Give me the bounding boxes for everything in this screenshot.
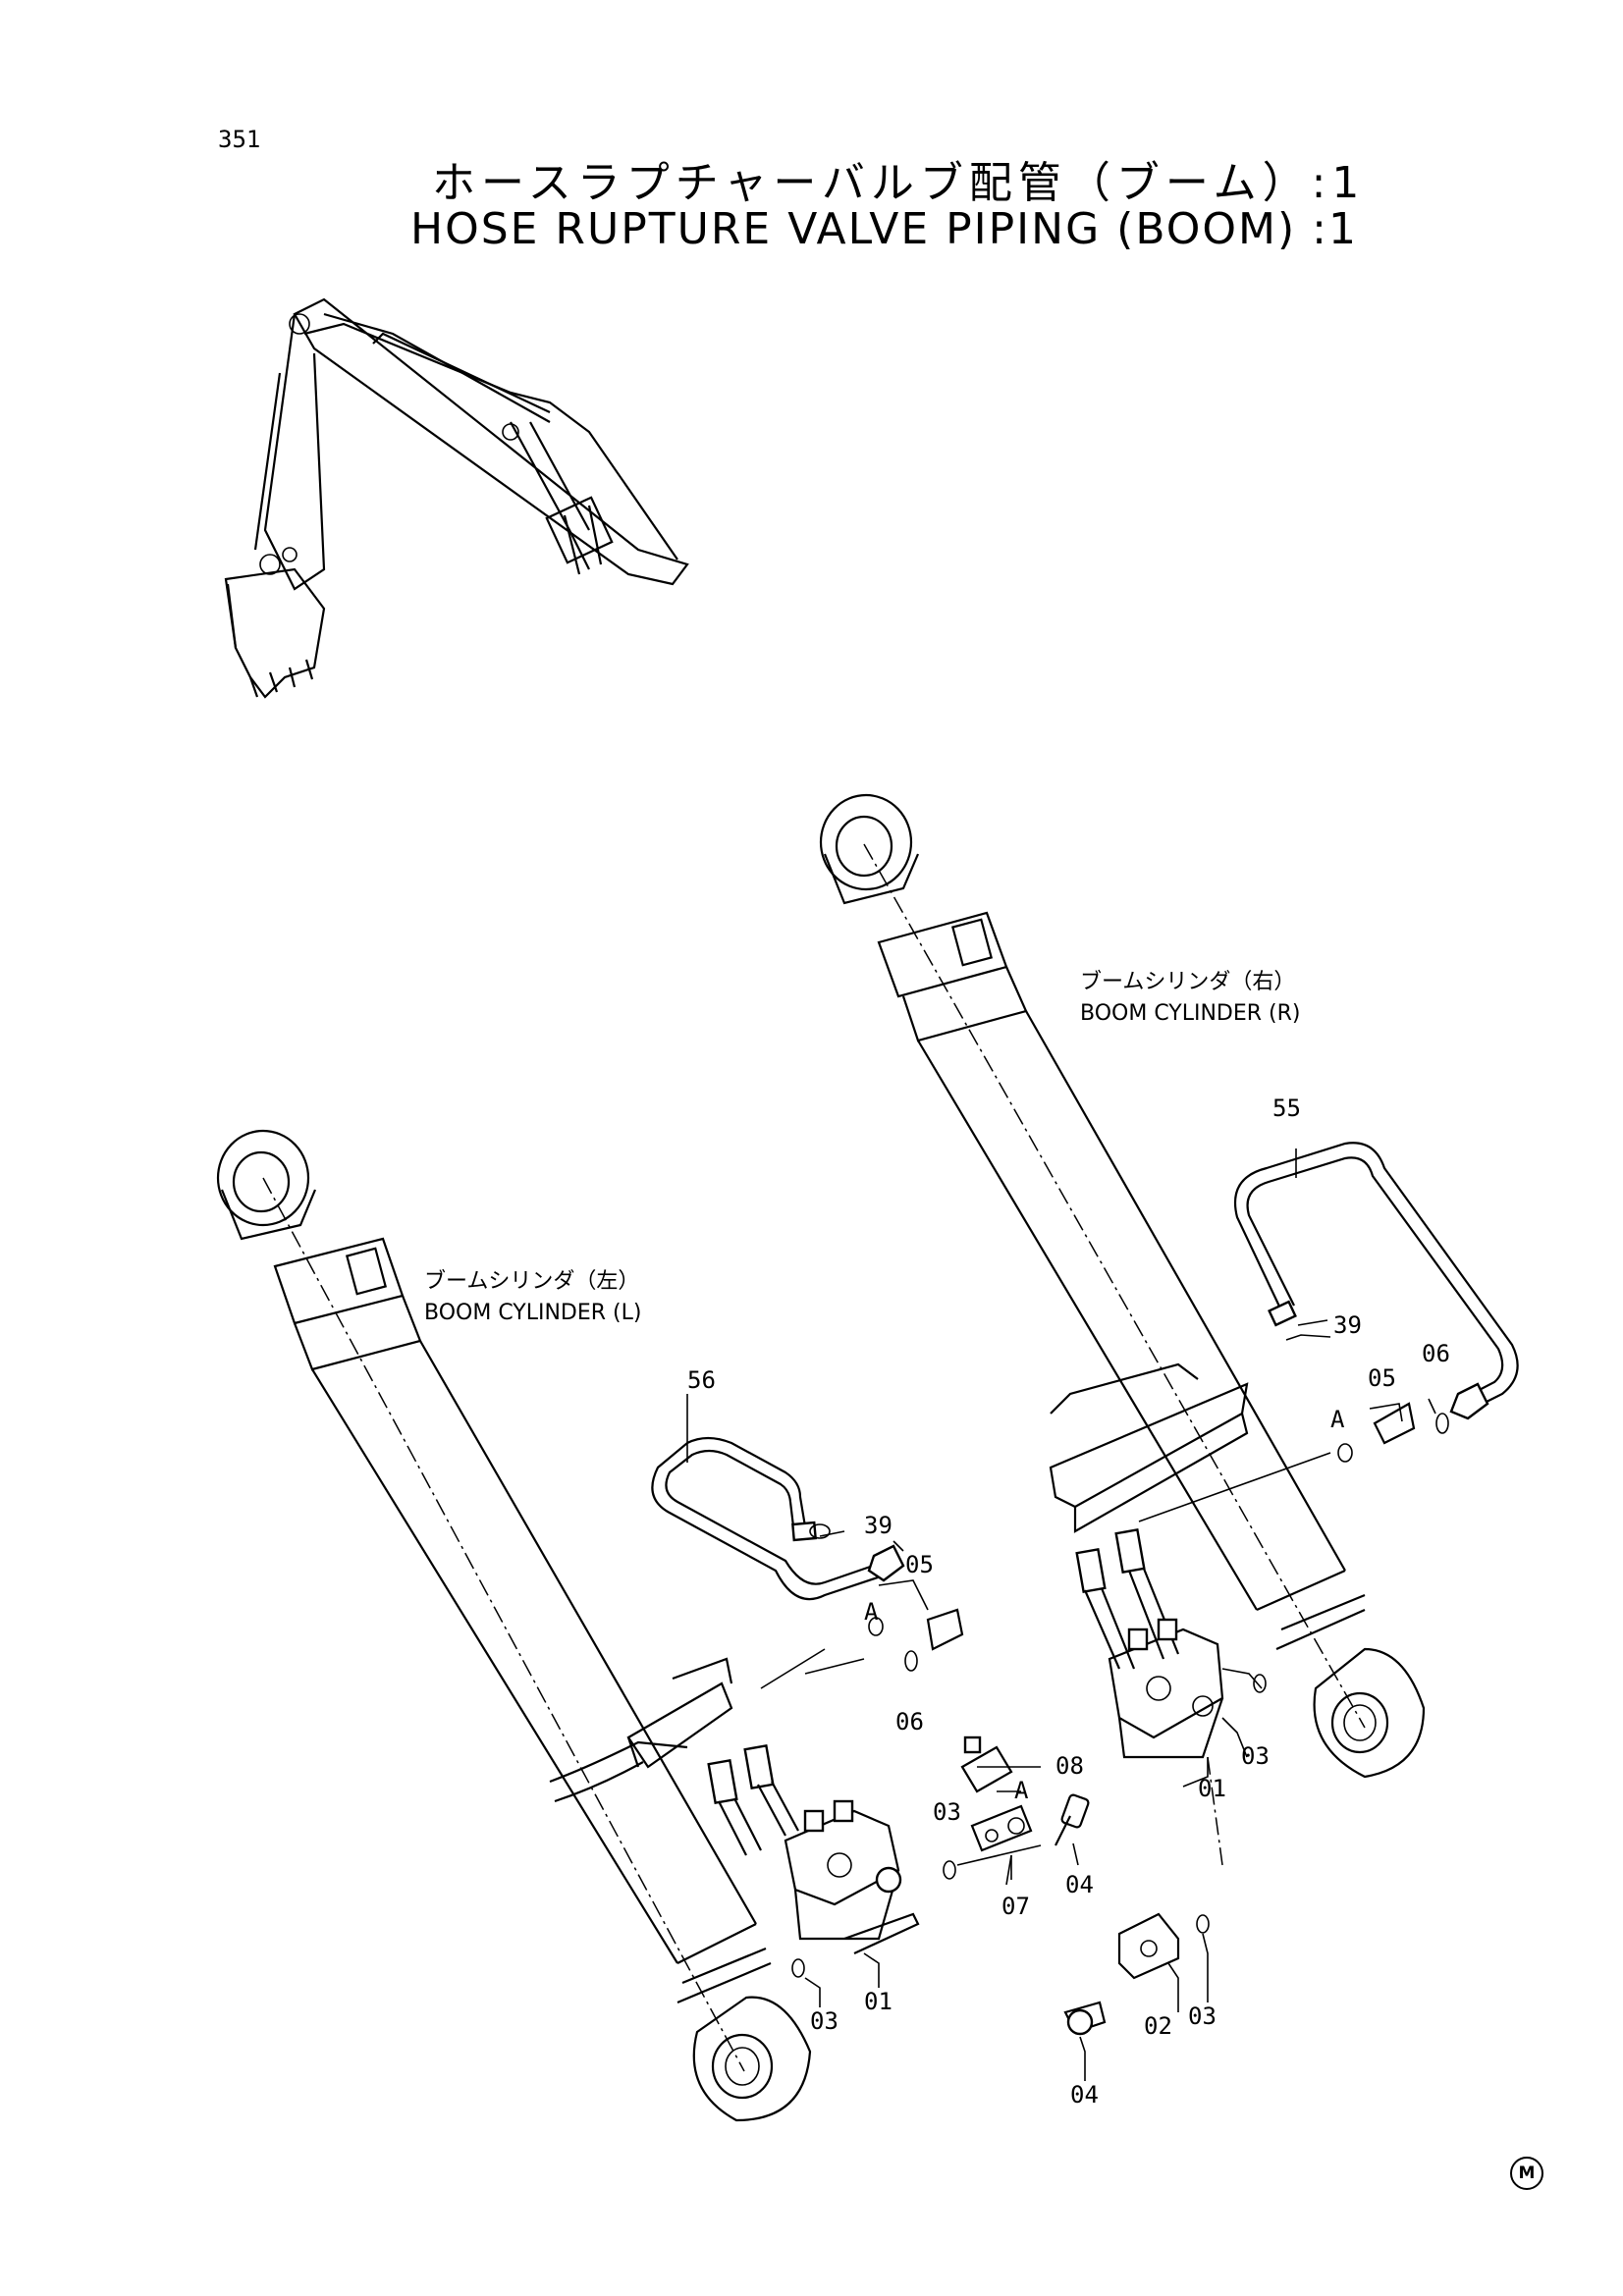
callout-56: 56 (687, 1366, 716, 1394)
callout-a-middle: A (1014, 1777, 1029, 1804)
excavator-overview-illustration (224, 297, 689, 699)
callout-a-right: A (1330, 1406, 1345, 1433)
callout-06-right: 06 (1422, 1340, 1450, 1367)
diagram-title-english: HOSE RUPTURE VALVE PIPING (BOOM) :1 (410, 204, 1358, 254)
callout-a-left: A (864, 1598, 879, 1626)
callout-03-left: 03 (810, 2007, 839, 2035)
boom-cylinder-left-label-jp: ブームシリンダ（左） (424, 1269, 640, 1294)
left-valve-assembly-drawing (626, 1657, 920, 1954)
callout-03-right: 03 (1241, 1742, 1270, 1770)
callout-39-left: 39 (864, 1512, 893, 1539)
callout-08: 08 (1055, 1752, 1084, 1780)
callout-01-left: 01 (864, 1988, 893, 2015)
middle-loose-parts-drawing (791, 1540, 1210, 2081)
circled-m-mark: M (1510, 2157, 1543, 2190)
callout-03-lower: 03 (1188, 2002, 1217, 2030)
diagram-title-japanese: ホースラプチャーバルブ配管（ブーム）:1 (432, 158, 1366, 208)
callout-06-left: 06 (895, 1708, 924, 1735)
callout-02: 02 (1144, 2012, 1172, 2040)
callout-04-lower: 04 (1070, 2081, 1099, 2109)
page-number: 351 (218, 126, 261, 153)
right-valve-assembly-drawing (1049, 1382, 1249, 1759)
callout-55: 55 (1272, 1095, 1301, 1122)
boom-cylinder-right-label-en: BOOM CYLINDER (R) (1080, 1001, 1301, 1026)
boom-cylinder-left-label-en: BOOM CYLINDER (L) (424, 1301, 642, 1325)
pipe-56-drawing (651, 1436, 964, 1689)
callout-leader-lines (686, 1148, 1436, 1866)
pipe-55-drawing (1138, 1142, 1519, 1866)
boom-cylinder-left-drawing (216, 1129, 812, 2122)
callout-39-right: 39 (1333, 1311, 1362, 1339)
callout-07: 07 (1001, 1893, 1030, 1920)
boom-cylinder-right-label-jp: ブームシリンダ（右） (1080, 970, 1296, 994)
callout-05-left: 05 (905, 1551, 934, 1578)
boom-cylinder-left-label: ブームシリンダ（左） BOOM CYLINDER (L) (424, 1266, 641, 1329)
callout-05-right: 05 (1368, 1364, 1396, 1392)
boom-cylinder-right-drawing (819, 793, 1426, 1779)
boom-cylinder-right-label: ブームシリンダ（右） BOOM CYLINDER (R) (1080, 967, 1301, 1030)
callout-01-right: 01 (1198, 1775, 1226, 1802)
callout-03-middle: 03 (933, 1798, 961, 1826)
callout-04-middle: 04 (1065, 1871, 1094, 1898)
